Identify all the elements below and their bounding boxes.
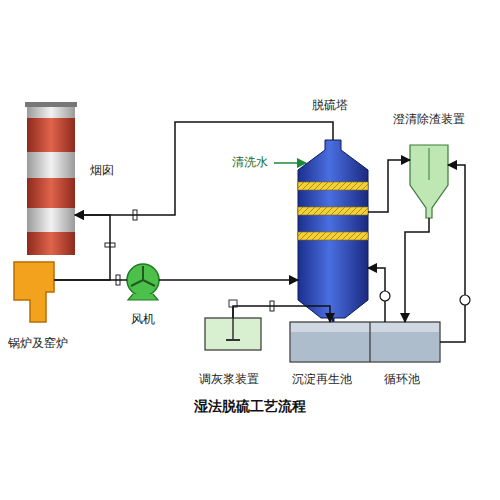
node-label: 循环池: [384, 372, 420, 386]
boiler-drawing: [14, 262, 54, 322]
tower: 脱硫塔: [298, 140, 368, 318]
wash-water-leader: [274, 162, 306, 164]
boiler: 锅炉及窑炉: [14, 262, 54, 322]
fan-drawing: [127, 264, 159, 300]
chimney-cap: [25, 102, 77, 107]
chimney-band: [27, 118, 75, 152]
pipe-connector: [368, 160, 410, 212]
tower-drawing: [298, 140, 368, 342]
valve-symbols: [105, 210, 274, 311]
pipe-connector: [405, 218, 429, 322]
stream-label: 清洗水: [232, 155, 268, 169]
pipe-connector: [54, 215, 110, 280]
pump-symbol: [460, 295, 470, 305]
diagram-title: 湿法脱硫工艺流程: [194, 398, 306, 416]
chimney-band: [27, 232, 75, 255]
node-label: 烟囱: [90, 163, 114, 177]
clarifier-drawing: [410, 145, 448, 218]
chimney-drawing: [25, 102, 77, 255]
fan: 风机: [127, 264, 159, 296]
node-label: 沉淀再生池: [292, 372, 352, 386]
pipe-connector: [75, 122, 333, 215]
chimney-band: [27, 178, 75, 208]
chimney: 烟囱: [27, 105, 75, 255]
node-label: 锅炉及窑炉: [8, 336, 68, 350]
lime-tank: 调灰浆装置: [205, 318, 261, 350]
node-label: 风机: [131, 312, 155, 326]
pipe-connector: [159, 279, 298, 281]
clarifier: 澄清除渣装置: [410, 145, 448, 218]
chimney-body: [27, 105, 75, 255]
pump-symbol: [380, 291, 390, 301]
pipe-connector: [233, 306, 330, 322]
node-label: 调灰浆装置: [199, 372, 259, 386]
pipe-connector: [440, 165, 465, 342]
circulation-pool: 循环池: [370, 322, 440, 362]
settling-pool: 沉淀再生池: [290, 322, 370, 362]
node-label: 脱硫塔: [312, 98, 348, 112]
node-label: 澄清除渣装置: [393, 112, 465, 126]
pool-drawing: [290, 322, 440, 362]
